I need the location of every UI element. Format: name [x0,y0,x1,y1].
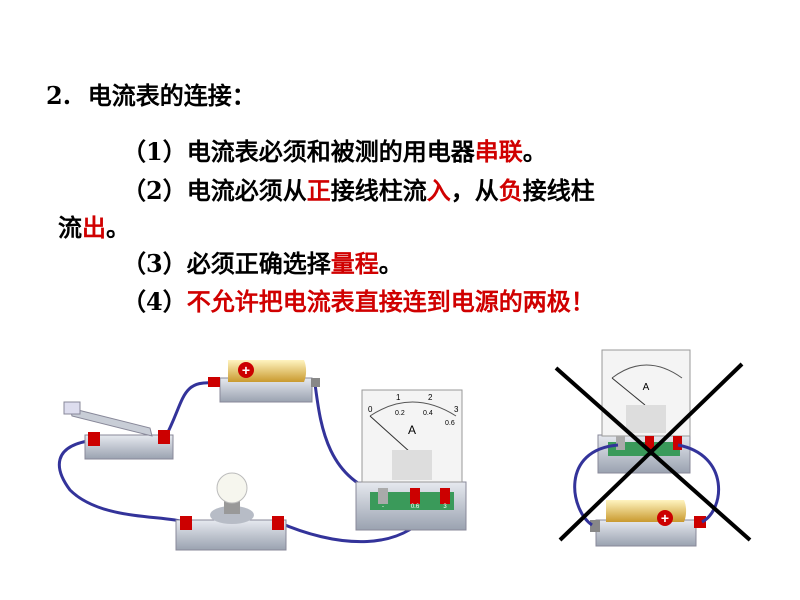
text: 。 [378,249,403,278]
item-4: （4）不允许把电流表直接连到电源的两极！ [122,282,595,317]
item-2: （2）电流必须从正接线柱流入，从负接线柱 [122,171,595,206]
text: （2）电流必须从 [122,176,307,205]
battery-sign: + [661,510,669,526]
battery: + [208,360,320,403]
scale-label: 0.6 [445,420,455,427]
highlight: 量程 [330,249,379,278]
text: 接线柱 [522,176,595,205]
plus-terminal-icon [238,362,254,378]
heading-number: 2. [46,81,72,110]
item-1: （1）电流表必须和被测的用电器串联。 [122,132,547,167]
highlight: 串联 [474,137,523,166]
scale-label: 0.2 [395,410,405,417]
battery-sign: + [242,362,250,378]
text: （1）电流表必须和被测的用电器 [122,137,475,166]
text: 。 [106,213,130,242]
highlight: 负 [498,176,523,205]
text: （4） [122,287,187,316]
terminal-label: - [382,504,384,510]
item-3: （3）必须正确选择量程。 [122,244,403,279]
cross-icon [554,366,752,542]
text: ，从 [450,176,499,205]
scale-label: 0.4 [423,410,433,417]
unit-label: A [643,382,650,393]
terminal-label: 0.6 [411,504,420,510]
text: 流 [58,213,82,242]
switch [63,401,174,460]
heading-text: 电流表的连接： [87,81,256,110]
scale-label: 0 [368,405,373,414]
text: （3）必须正确选择 [122,249,331,278]
highlight: 入 [426,176,451,205]
scale-label: 1 [396,393,401,402]
terminal-label: 3 [443,504,447,510]
scale-label: 2 [428,393,433,402]
wrong-circuit: A + [554,349,752,547]
heading: 2. 电流表的连接： [46,76,256,111]
highlight: 不允许把电流表直接连到电源的两极！ [186,287,595,316]
text: 。 [522,137,547,166]
highlight: 出 [82,213,106,242]
scale-label: 3 [454,405,459,414]
bulb [175,472,287,551]
item-2-cont: 流出。 [58,208,130,243]
text: 接线柱流 [330,176,427,205]
highlight: 正 [306,176,331,205]
ammeter: 0 1 2 3 0.2 0.4 0.6 A - 0.6 3 [355,389,467,531]
unit-label: A [408,423,416,437]
